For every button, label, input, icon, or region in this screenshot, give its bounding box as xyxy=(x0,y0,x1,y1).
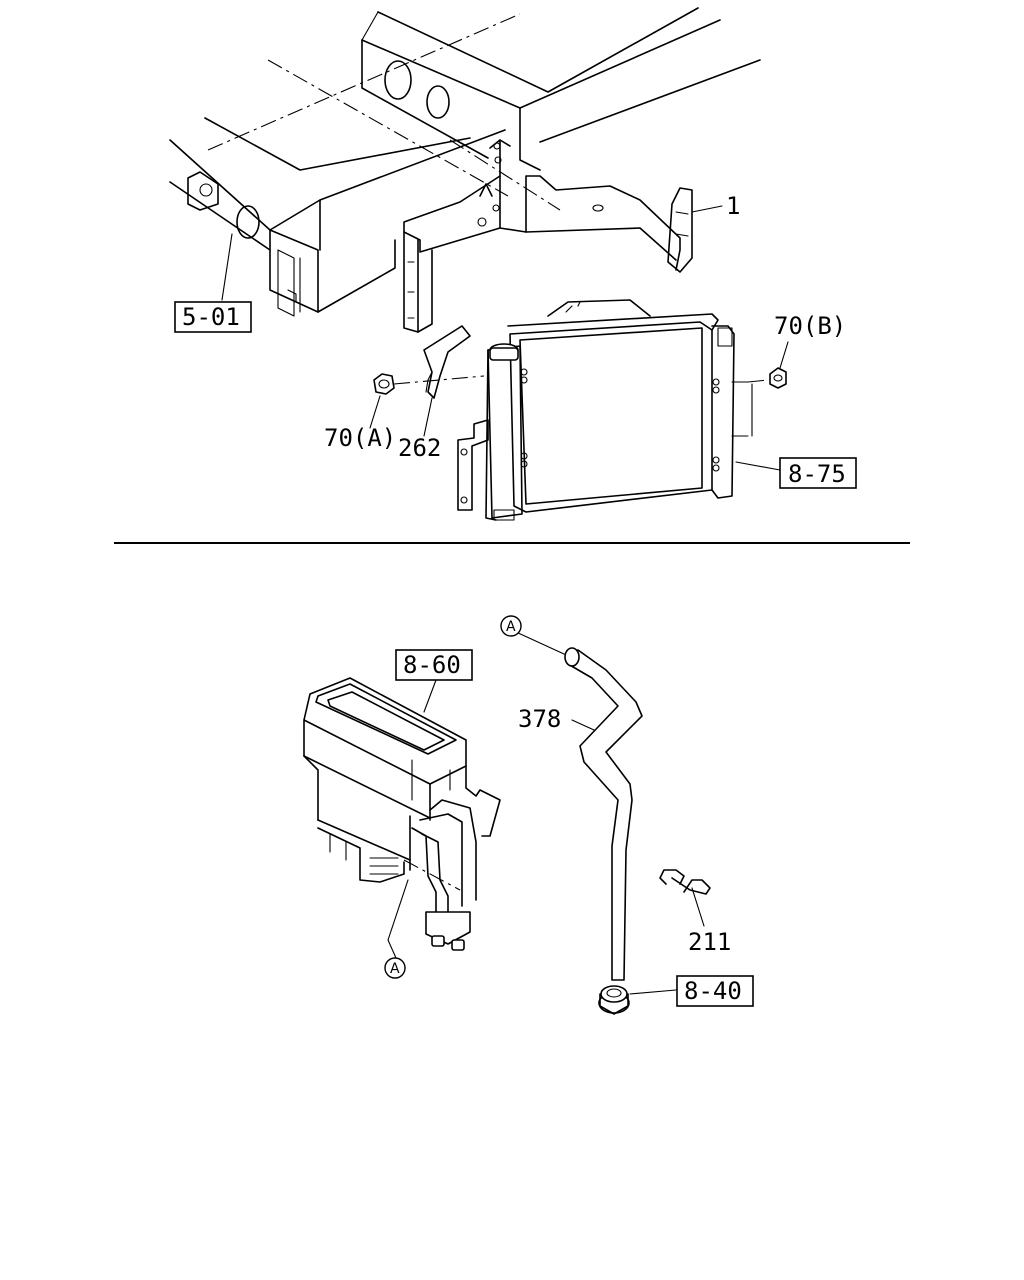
label-ref-8-60: 8-60 xyxy=(403,651,461,679)
label-part-1: 1 xyxy=(726,192,740,220)
chassis-frame xyxy=(169,7,761,317)
leader-lines-upper xyxy=(221,205,789,471)
ref-box-8-75[interactable]: 8-75 xyxy=(779,457,857,489)
label-part-70b: 70(B) xyxy=(774,312,846,340)
condenser-8-75 xyxy=(457,299,769,521)
callout-a-top: A xyxy=(500,615,522,637)
label-ref-5-01: 5-01 xyxy=(182,303,240,331)
mounting-bracket xyxy=(403,139,693,333)
clip-211 xyxy=(659,869,711,895)
ref-box-5-01[interactable]: 5-01 xyxy=(174,301,252,333)
nut-70b xyxy=(769,367,787,389)
callout-a-top-letter: A xyxy=(506,619,516,635)
label-part-211: 211 xyxy=(688,928,731,956)
hose-378 xyxy=(564,647,643,981)
nut-70a xyxy=(373,373,395,395)
label-part-70a: 70(A) xyxy=(324,424,396,452)
label-ref-8-75: 8-75 xyxy=(788,460,846,488)
callout-a-bottom-letter: A xyxy=(390,961,400,977)
label-part-262: 262 xyxy=(398,434,441,462)
label-ref-8-40: 8-40 xyxy=(684,977,742,1005)
bracket-262 xyxy=(423,325,471,399)
leader-lines-lower xyxy=(387,631,705,995)
label-part-378: 378 xyxy=(518,705,561,733)
ref-box-8-40[interactable]: 8-40 xyxy=(676,975,754,1007)
grommet-8-40 xyxy=(598,985,630,1015)
heater-unit-8-60 xyxy=(303,677,501,951)
callout-a-bottom: A xyxy=(384,957,406,979)
ref-box-8-60[interactable]: 8-60 xyxy=(395,649,473,681)
